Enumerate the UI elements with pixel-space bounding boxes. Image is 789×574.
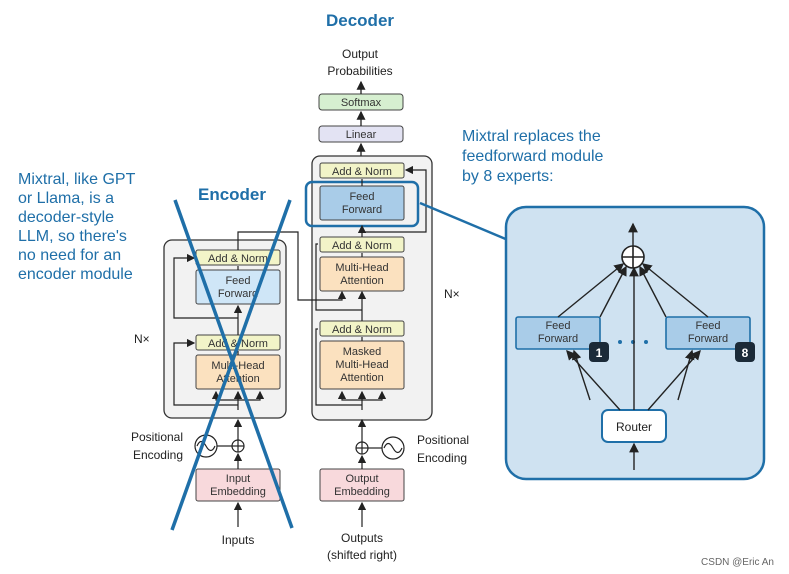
encoder-cross-line-1 xyxy=(173,199,294,529)
svg-text:Mixtral replaces the: Mixtral replaces the xyxy=(462,128,601,145)
svg-text:Forward: Forward xyxy=(218,288,258,300)
svg-text:Encoding: Encoding xyxy=(417,451,467,465)
svg-text:Add & Norm: Add & Norm xyxy=(332,166,392,178)
decoder-output-label-1: Output xyxy=(342,47,379,61)
outputs-label-2: (shifted right) xyxy=(327,548,397,562)
highlight-connector xyxy=(419,201,509,242)
svg-text:or Llama, is a: or Llama, is a xyxy=(18,190,114,207)
svg-text:Forward: Forward xyxy=(688,333,728,345)
svg-text:Multi-Head: Multi-Head xyxy=(335,359,388,371)
encoder-cross-line-2 xyxy=(170,199,292,531)
svg-text:Multi-Head: Multi-Head xyxy=(335,262,388,274)
svg-text:feedforward module: feedforward module xyxy=(462,148,604,165)
svg-text:Masked: Masked xyxy=(343,346,382,358)
svg-text:Add & Norm: Add & Norm xyxy=(332,240,392,252)
svg-text:Add & Norm: Add & Norm xyxy=(332,324,392,336)
svg-text:Feed: Feed xyxy=(225,275,250,287)
svg-text:8: 8 xyxy=(742,346,749,360)
svg-text:no need for an: no need for an xyxy=(18,247,121,264)
svg-text:encoder module: encoder module xyxy=(18,266,133,283)
softmax-label: Softmax xyxy=(341,97,382,109)
svg-text:Add & Norm: Add & Norm xyxy=(208,253,268,265)
annotation-left: Mixtral, like GPT or Llama, is a decoder… xyxy=(18,171,136,283)
svg-text:by 8 experts:: by 8 experts: xyxy=(462,168,554,185)
svg-text:LLM, so there's: LLM, so there's xyxy=(18,228,127,245)
svg-text:Encoding: Encoding xyxy=(133,448,183,462)
svg-text:Feed: Feed xyxy=(545,320,570,332)
decoder-nx: N× xyxy=(444,287,460,301)
decoder-title: Decoder xyxy=(326,11,394,30)
moe-panel xyxy=(504,205,766,481)
moe-ellipsis-dot xyxy=(618,340,622,344)
svg-text:Mixtral, like GPT: Mixtral, like GPT xyxy=(18,171,136,188)
watermark: CSDN @Eric An xyxy=(701,557,774,568)
encoder-title: Encoder xyxy=(198,185,266,204)
svg-text:Attention: Attention xyxy=(340,372,383,384)
annotation-right: Mixtral replaces the feedforward module … xyxy=(462,128,604,185)
svg-text:Output: Output xyxy=(345,473,378,485)
outputs-label-1: Outputs xyxy=(341,531,383,545)
svg-text:Feed: Feed xyxy=(349,191,374,203)
svg-text:1: 1 xyxy=(596,346,603,360)
expert-badge-8 xyxy=(735,342,755,362)
decoder-addnorm-top xyxy=(319,162,405,179)
svg-text:decoder-style: decoder-style xyxy=(18,209,114,226)
svg-text:Multi-Head: Multi-Head xyxy=(211,360,264,372)
moe-ellipsis-dot xyxy=(644,340,648,344)
svg-text:Router: Router xyxy=(616,420,652,434)
expert-badge-1 xyxy=(589,342,609,362)
svg-text:Positional: Positional xyxy=(417,433,469,447)
linear-label: Linear xyxy=(346,129,377,141)
decoder-output-label-2: Probabilities xyxy=(327,64,392,78)
svg-text:Embedding: Embedding xyxy=(334,486,390,498)
svg-text:Forward: Forward xyxy=(342,204,382,216)
svg-text:Input: Input xyxy=(226,473,250,485)
inputs-label: Inputs xyxy=(222,533,255,547)
svg-text:Attention: Attention xyxy=(340,275,383,287)
svg-text:Forward: Forward xyxy=(538,333,578,345)
svg-text:Embedding: Embedding xyxy=(210,486,266,498)
encoder-nx: N× xyxy=(134,332,150,346)
svg-text:Feed: Feed xyxy=(695,320,720,332)
svg-text:Positional: Positional xyxy=(131,430,183,444)
